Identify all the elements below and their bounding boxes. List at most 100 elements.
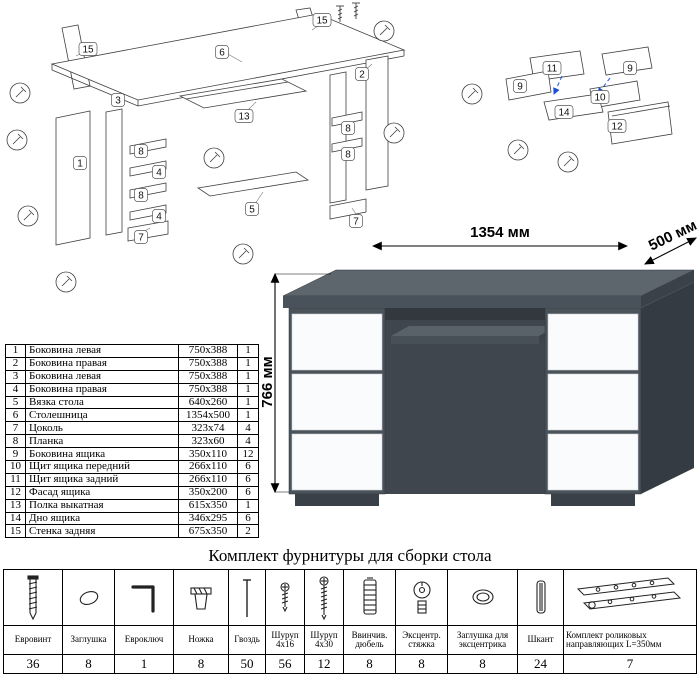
parts-cell-name: Боковина левая — [25, 369, 179, 384]
screwin-dowel-icon — [344, 570, 395, 626]
part-callout: 11 — [547, 64, 558, 75]
parts-cell-size: 323x60 — [178, 434, 238, 449]
right-drawer-fronts — [547, 313, 639, 491]
parts-cell-num: 6 — [5, 408, 26, 423]
part-callout: 4 — [156, 212, 162, 223]
parts-cell-size: 266x110 — [178, 472, 238, 487]
part-callout: 12 — [611, 122, 623, 133]
parts-cell-name: Вязка стола — [25, 395, 179, 410]
back-wall-panel — [61, 24, 91, 90]
parts-cell-num: 4 — [5, 382, 26, 397]
parts-cell-num: 12 — [5, 485, 26, 500]
parts-cell-name: Дно ящика — [25, 511, 179, 526]
hardware-name: Шкант — [518, 626, 563, 655]
hardware-col-cap: Заглушка 8 — [63, 570, 115, 673]
screw-long-icon — [305, 570, 343, 626]
hardware-name: Заглушка для эксцентрика — [448, 626, 517, 655]
hardware-qty: 56 — [278, 656, 292, 671]
parts-cell-size: 750x388 — [178, 382, 238, 397]
parts-cell-num: 11 — [5, 472, 26, 487]
parts-cell-num: 2 — [5, 356, 26, 371]
part-callout: 1 — [77, 159, 83, 170]
hardware-col-screw-short: Шуруп 4x16 56 — [266, 570, 305, 673]
dimension-lines — [270, 237, 697, 494]
parts-cell-size: 1354x500 — [178, 408, 238, 423]
exploded-diagram-drawer: 11 9 9 10 14 12 — [461, 46, 673, 173]
side-panel-inner — [105, 108, 123, 236]
parts-cell-size: 615x350 — [178, 498, 238, 513]
parts-cell-name: Цоколь — [25, 421, 179, 436]
parts-cell-name: Боковина правая — [25, 356, 179, 371]
parts-cell-num: 1 — [5, 344, 26, 358]
right-plinth — [551, 494, 635, 506]
hardware-qty: 8 — [85, 656, 92, 671]
hardware-col-nail: Гвоздь 50 — [229, 570, 266, 673]
parts-cell-size: 675x350 — [178, 524, 238, 539]
hardware-qty: 8 — [197, 656, 205, 671]
drawer-facade-panel — [607, 101, 673, 145]
drawer-side-panel — [601, 46, 653, 76]
part-callout: 7 — [353, 217, 359, 228]
parts-cell-num: 5 — [5, 395, 26, 410]
desk-render: 1354 мм 500 мм 766 мм — [259, 222, 700, 506]
parts-cell-num: 7 — [5, 421, 26, 436]
parts-cell-qty: 2 — [237, 524, 259, 539]
parts-cell-size: 323x74 — [178, 421, 238, 436]
parts-cell-name: Фасад ящика — [25, 485, 179, 500]
parts-cell-size: 346x295 — [178, 511, 238, 526]
hardware-col-screwin-dowel: Ввинчив. дюбель 8 — [344, 570, 396, 673]
hardware-table: Евровинт 36 Заглушка 8 Евроключ 1 — [3, 569, 697, 674]
dowel-icon — [518, 570, 563, 626]
dimension-width: 1354 мм — [470, 224, 530, 241]
roller-guides-icon — [564, 570, 696, 626]
hardware-name: Евроключ — [115, 626, 173, 655]
parts-cell-name: Столешница — [25, 408, 179, 423]
part-callout: 8 — [345, 124, 351, 135]
part-callout: 4 — [156, 168, 162, 179]
parts-cell-name: Боковина правая — [25, 382, 179, 397]
hardware-qty: 8 — [479, 656, 486, 671]
part-callout: 8 — [138, 147, 144, 158]
hardware-col-foot: Ножка 8 — [174, 570, 229, 673]
part-callout: 6 — [219, 48, 225, 59]
part-callout: 9 — [517, 82, 523, 93]
desktop — [282, 269, 695, 308]
hardware-name: Гвоздь — [229, 626, 265, 655]
hardware-name: Эксцентр. стяжка — [396, 626, 447, 655]
plinth-panel — [329, 198, 367, 220]
drawer-side-panel — [505, 70, 552, 101]
screw-short-icon — [266, 570, 304, 626]
dimension-height: 766 мм — [259, 356, 276, 407]
parts-cell-name: Полка выкатная — [25, 498, 179, 513]
hardware-qty: 50 — [240, 656, 254, 671]
parts-cell-num: 10 — [5, 460, 26, 474]
drawer-exploded-parts — [505, 46, 673, 145]
part-callout: 3 — [115, 96, 121, 107]
hardware-name: Заглушка — [63, 626, 114, 655]
hardware-name: Шуруп 4x16 — [266, 626, 304, 655]
side-panel-inner — [329, 71, 347, 204]
hardware-qty: 12 — [317, 656, 331, 671]
part-callout: 8 — [138, 191, 144, 202]
plinth-panel — [127, 220, 169, 242]
part-callout: 2 — [359, 70, 365, 81]
parts-cell-name: Боковина ящика — [25, 447, 179, 462]
fastener-detail-callouts — [6, 20, 405, 293]
parts-cell-qty: 1 — [237, 408, 259, 423]
parts-cell-name: Щит ящика задний — [25, 472, 179, 487]
part-callout: 10 — [594, 93, 606, 104]
fastener-detail-callouts — [461, 83, 579, 173]
hardware-qty: 24 — [534, 656, 547, 671]
